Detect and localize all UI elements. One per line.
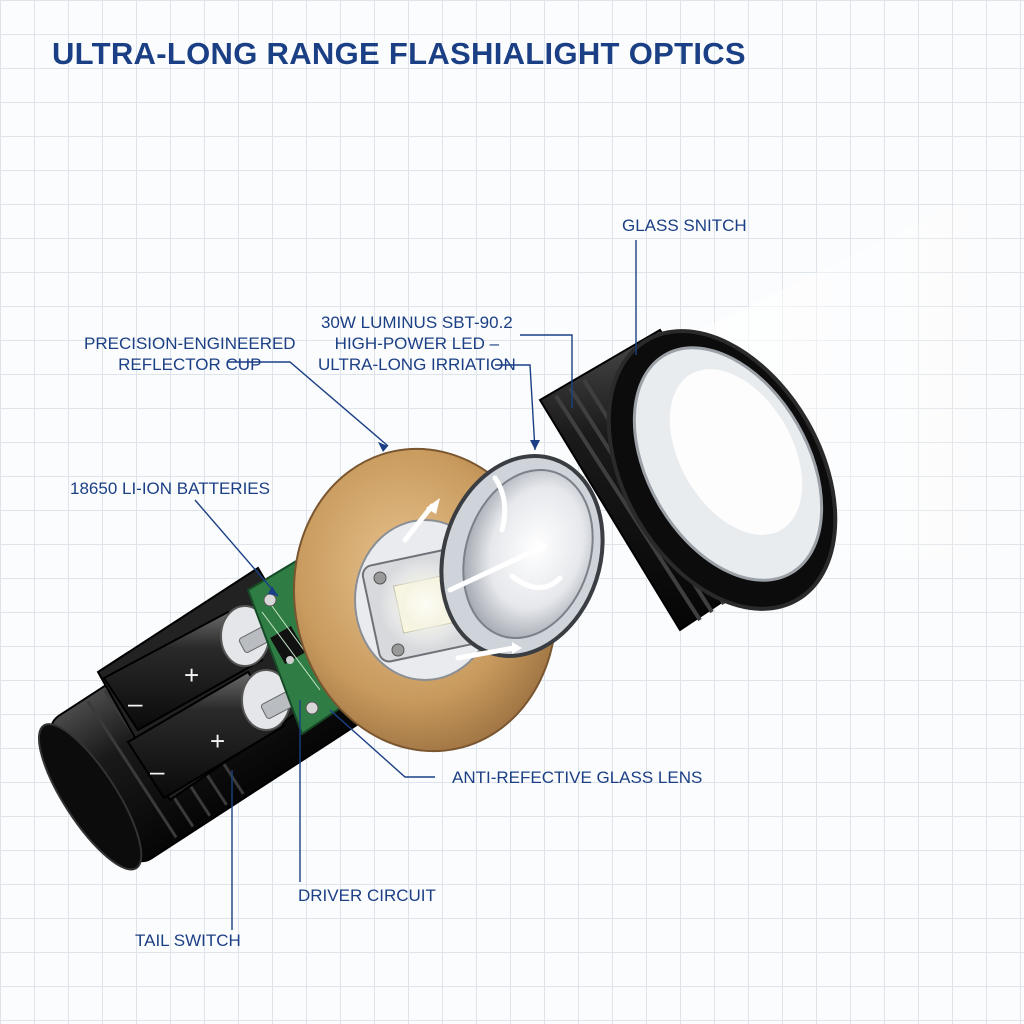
- battery-plus-sign-upper: +: [184, 660, 199, 690]
- label-glass-switch: GLASS SNITCH: [622, 216, 747, 235]
- leader-batteries: [194, 499, 279, 597]
- label-batteries: 18650 LI-ION BATTERIES: [70, 479, 270, 498]
- leader-led-2: [495, 364, 536, 451]
- label-reflector: PRECISION-ENGINEERED REFLECTOR CUP: [84, 333, 296, 375]
- label-reflector-line-1: PRECISION-ENGINEERED: [84, 334, 296, 353]
- flashlight-head: [538, 328, 838, 632]
- battery-minus-sign-upper: –: [128, 688, 143, 718]
- label-led-line-2: HIGH-POWER LED –: [334, 334, 500, 353]
- battery-plus-sign-lower: +: [210, 726, 225, 756]
- leader-lens: [329, 709, 435, 778]
- leader-led: [520, 334, 573, 408]
- label-lens: ANTI-REFECTIVE GLASS LENS: [452, 768, 703, 787]
- arrowheads: [426, 498, 548, 654]
- label-reflector-line-2: REFLECTOR CUP: [118, 355, 262, 374]
- leader-lines: [194, 240, 637, 930]
- label-led-line-3: ULTRA-LONG IRRIATION: [318, 355, 516, 374]
- label-tail-switch: TAIL SWITCH: [135, 931, 241, 950]
- battery-minus-sign-lower: –: [150, 756, 165, 786]
- leader-arrowheads: [268, 440, 540, 596]
- label-led: 30W LUMINUS SBT-90.2 HIGH-POWER LED – UL…: [318, 312, 516, 375]
- label-led-line-1: 30W LUMINUS SBT-90.2: [320, 313, 513, 332]
- battery-cell-upper: [102, 605, 278, 732]
- page-title: ULTRA-LONG RANGE FLASHIALIGHT OPTICS: [52, 36, 746, 71]
- label-driver-circuit: DRIVER CIRCUIT: [298, 886, 436, 905]
- leader-reflector: [228, 361, 389, 447]
- light-flow-arrows: [402, 475, 563, 661]
